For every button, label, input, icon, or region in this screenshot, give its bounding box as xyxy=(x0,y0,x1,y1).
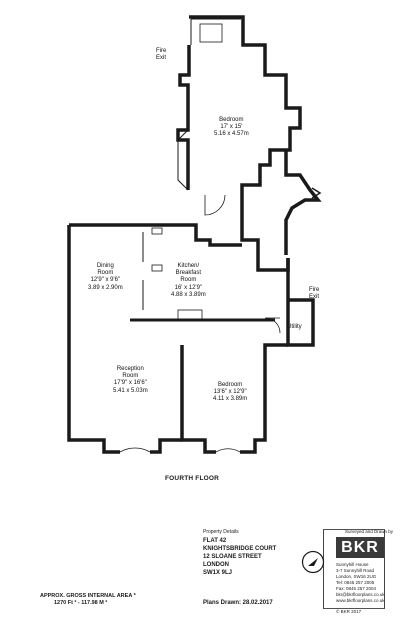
utility-walls xyxy=(286,258,315,347)
property-address: FLAT 42 KNIGHTSBRIDGE COURT 12 SLOANE ST… xyxy=(203,538,277,576)
company-logo: BKR xyxy=(336,537,384,558)
bay-window-bedroom xyxy=(177,129,189,191)
bathroom-top-wall xyxy=(189,15,302,195)
kitchen-breakfast-room-label: Kitchen/ Breakfast Room 16' x 12'9" 4.88… xyxy=(171,263,206,298)
company-box-frame xyxy=(323,529,385,609)
living-left-wall xyxy=(67,225,120,454)
floor-title: FOURTH FLOOR xyxy=(165,475,220,482)
utility-label: Utility xyxy=(287,324,302,330)
entrance-wall xyxy=(284,150,322,255)
compass-icon xyxy=(301,550,325,574)
entrance-arrow xyxy=(311,187,322,199)
bedroom2-walls xyxy=(180,343,288,454)
bedroom-left-wall xyxy=(176,45,191,190)
kitchen-counter xyxy=(177,309,203,321)
utility-door xyxy=(264,317,281,334)
bedroom-2-label: Bedroom 13'6" x 12'9" 4.11 x 3.89m xyxy=(213,382,248,403)
bath-fixture xyxy=(199,23,223,43)
corridor-wall xyxy=(240,195,290,272)
window-marker-2 xyxy=(151,264,163,272)
dining-room-label: Dining Room 12'9" x 9'6" 3.89 x 2.90m xyxy=(88,263,123,291)
door-swing-bedroom xyxy=(204,194,226,216)
plans-drawn-date: Plans Drawn: 28.02.2017 xyxy=(203,600,273,606)
copyright-notice: © BKR 2017 xyxy=(336,609,362,614)
company-contact: Sunnyhill House 3-7 Sunnyhill Road Londo… xyxy=(336,562,385,603)
door-swing-bedroom2 xyxy=(215,448,241,453)
bathroom-inner-wall xyxy=(190,18,241,45)
living-outer-wall xyxy=(69,223,242,247)
door-swing-reception xyxy=(119,447,151,453)
surveyed-by-label: Surveyed and Drawn by xyxy=(345,529,394,534)
reception-room-label: Reception Room 17'9" x 16'6" 5.41 x 5.03… xyxy=(113,366,148,394)
bedroom-1-label: Bedroom 17' x 15' 5.16 x 4.57m xyxy=(214,117,249,138)
property-details-label: Property Details xyxy=(203,529,239,535)
window-marker-1 xyxy=(151,227,163,235)
gross-internal-area: APPROX. GROSS INTERNAL AREA * 1270 Ft ² … xyxy=(40,593,136,606)
reception-bottom-wall xyxy=(150,438,182,454)
